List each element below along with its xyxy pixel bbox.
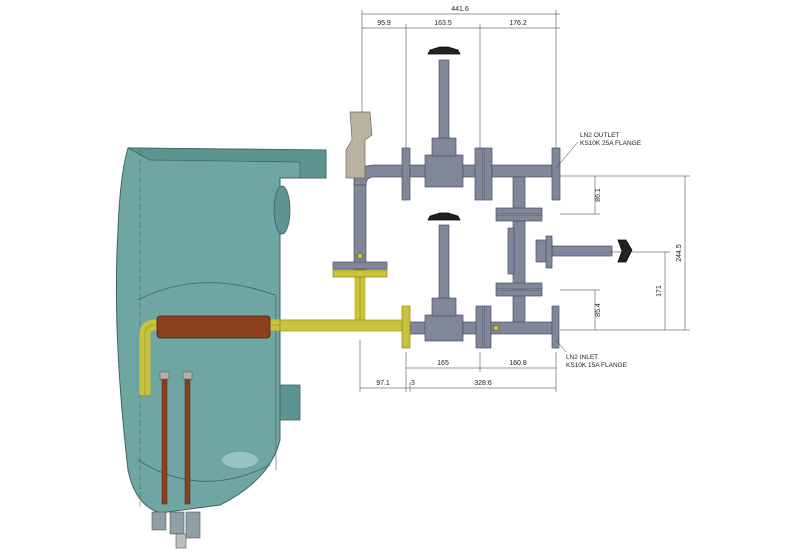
outlet-flange-2 bbox=[474, 147, 484, 201]
callouts: LN2 OUTLET KS10K 25A FLANGE LN2 INLET KS… bbox=[555, 132, 642, 369]
dimension-lines bbox=[359, 10, 690, 392]
dim-bottom-seg2: 3 bbox=[411, 380, 415, 387]
bottom-fitting-2 bbox=[169, 511, 185, 535]
tee-flange-top-1 bbox=[495, 207, 543, 215]
tank-top-flange bbox=[127, 147, 327, 179]
dim-mid-seg1: 165 bbox=[437, 360, 449, 367]
side-handwheel bbox=[617, 239, 633, 263]
inlet-tank-flange bbox=[401, 305, 411, 349]
outlet-handwheel bbox=[427, 46, 461, 55]
tee-flange-bottom-2 bbox=[495, 289, 543, 297]
outlet-flange-1 bbox=[401, 147, 411, 201]
dim-top-seg1: 95.9 bbox=[377, 20, 391, 27]
bottom-fitting-1 bbox=[151, 511, 167, 531]
copper-coil-heater bbox=[156, 315, 271, 339]
inlet-pipe-3 bbox=[490, 321, 553, 335]
copper-rod-2-cap bbox=[182, 371, 193, 380]
outlet-label-line2: KS10K 25A FLANGE bbox=[580, 140, 642, 147]
side-branch-pipe bbox=[551, 245, 613, 257]
inlet-handwheel bbox=[427, 212, 461, 221]
outlet-pipe-3 bbox=[491, 164, 553, 178]
inlet-flange-2 bbox=[483, 305, 492, 349]
dim-right-inner: 171 bbox=[656, 285, 663, 297]
outlet-label-line1: LN2 OUTLET bbox=[580, 132, 619, 139]
dim-top-total: 441.6 bbox=[451, 6, 469, 13]
dim-inlet-rise: 85.4 bbox=[595, 303, 602, 317]
inlet-valve-body bbox=[424, 314, 464, 342]
inlet-valve-bonnet bbox=[431, 297, 457, 317]
internal-piping bbox=[139, 275, 406, 505]
inlet-flange-1 bbox=[475, 305, 484, 349]
side-flange bbox=[545, 235, 553, 269]
inlet-label-line2: KS10K 15A FLANGE bbox=[566, 362, 628, 369]
tank-bottom-dish-line bbox=[137, 459, 271, 482]
tee-down-pipe bbox=[512, 176, 526, 214]
dim-outlet-drop: 86.1 bbox=[595, 188, 602, 202]
side-branch-flange bbox=[507, 227, 515, 275]
copper-rod-1 bbox=[161, 377, 168, 505]
relief-valve bbox=[345, 111, 373, 179]
tank-side-bracket bbox=[279, 384, 301, 421]
tee-flange-top-2 bbox=[495, 214, 543, 222]
riser-bolt bbox=[356, 252, 364, 260]
outlet-flange-3 bbox=[483, 147, 493, 201]
riser-flange bbox=[332, 261, 388, 270]
dim-bottom-total: 328.6 bbox=[474, 380, 492, 387]
dim-right-outer: 244.5 bbox=[676, 244, 683, 262]
dim-bottom-seg1: 97.1 bbox=[376, 380, 390, 387]
inlet-bolt bbox=[492, 324, 500, 332]
bottom-fitting-3 bbox=[185, 511, 201, 539]
tank-highlight bbox=[222, 452, 258, 468]
external-piping bbox=[332, 46, 633, 349]
outlet-valve-bonnet bbox=[431, 137, 457, 157]
tee-down-pipe-2 bbox=[512, 220, 526, 290]
dim-top-seg3: 176.2 bbox=[509, 20, 527, 27]
tank-side-nozzle bbox=[273, 185, 291, 235]
dim-mid-seg2: 160.8 bbox=[509, 360, 527, 367]
tank-inner-vessel-line bbox=[137, 282, 276, 301]
outlet-valve-body bbox=[424, 154, 464, 188]
riser-flange-yellow bbox=[332, 269, 388, 278]
inlet-end-flange bbox=[551, 305, 560, 349]
dim-top-seg2: 163.5 bbox=[434, 20, 452, 27]
yellow-horizontal-run bbox=[279, 319, 406, 332]
copper-rod-1-cap bbox=[159, 371, 170, 380]
outlet-end-flange bbox=[551, 147, 561, 201]
bottom-fitting-4 bbox=[175, 533, 187, 549]
inlet-label-line1: LN2 INLET bbox=[566, 354, 598, 361]
dimension-texts: 441.6 95.9 163.5 176.2 86.1 85.4 171 244… bbox=[376, 6, 683, 387]
tee-down-pipe-3 bbox=[512, 295, 526, 327]
tee-flange-bottom-1 bbox=[495, 282, 543, 290]
copper-rod-2 bbox=[184, 377, 191, 505]
